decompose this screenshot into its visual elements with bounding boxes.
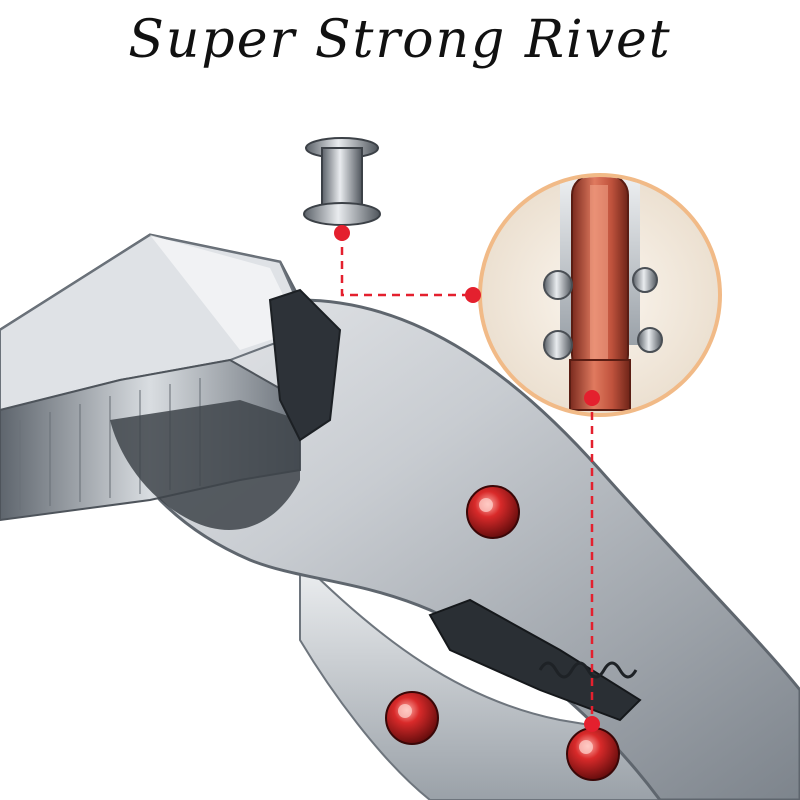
release-lever	[428, 598, 642, 722]
rivet-lower-left	[385, 691, 439, 745]
red-dot-marker	[465, 287, 481, 303]
jaw-cavity	[110, 400, 300, 531]
callout-connectors	[340, 233, 594, 724]
red-dot-marker	[334, 225, 350, 241]
rivet-lower-right	[566, 727, 620, 781]
magnified-callout	[478, 173, 722, 417]
rivet-icon	[303, 137, 381, 226]
spring	[538, 661, 638, 679]
headline-title: Super Strong Rivet	[128, 10, 672, 70]
rivet-upper	[466, 485, 520, 539]
clamp-lever	[268, 288, 342, 442]
red-dot-marker	[584, 390, 600, 406]
red-dot-marker	[584, 716, 600, 732]
